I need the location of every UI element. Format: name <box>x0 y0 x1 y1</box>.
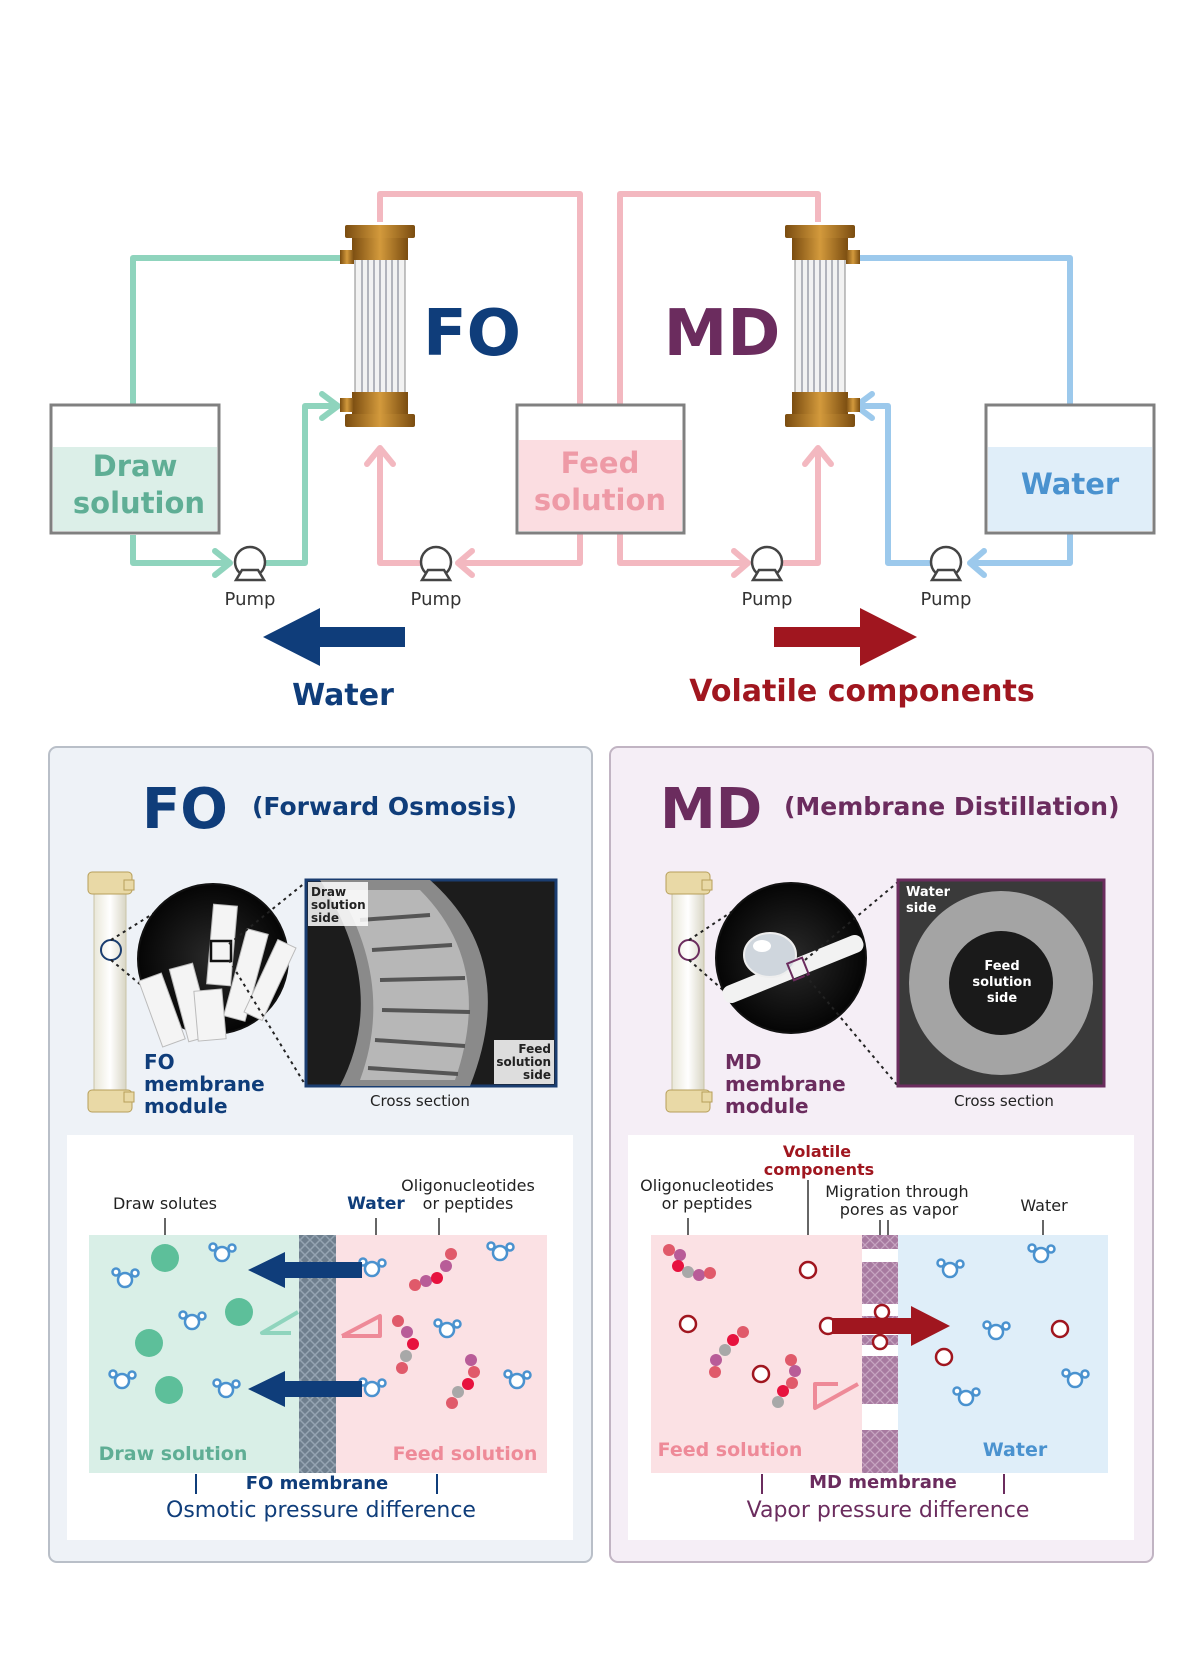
fo-peptide-chains <box>392 1248 480 1409</box>
md-sem-feed-3: side <box>987 991 1017 1006</box>
md-module-label-1: MD <box>725 1050 762 1074</box>
md-sem-feed-1: Feed <box>984 959 1019 974</box>
pump-icon-4 <box>929 545 963 582</box>
fo-sem-top-3: side <box>311 911 339 925</box>
md-sem-feed-2: solution <box>972 975 1031 990</box>
feed-md-arrowhead-right <box>731 548 751 578</box>
feed-loop-fo-pipes <box>377 191 583 566</box>
fo-draw-rejection-arrow <box>260 1310 300 1335</box>
water-tank: Water <box>984 403 1156 535</box>
pump-label-2: Pump <box>411 589 462 610</box>
md-module-label-3: module <box>725 1094 809 1118</box>
md-feed-solution-label: Feed solution <box>658 1439 803 1461</box>
fo-module-icon <box>340 225 415 427</box>
md-panel: MD (Membrane Distillation) Water side <box>609 746 1154 1563</box>
md-droplet-zoom <box>715 882 867 1034</box>
top-flow-diagram: Draw solution Feed solution Water <box>49 191 1156 713</box>
md-migration-label-2: pores as vapor <box>840 1200 959 1219</box>
water-tank-label: Water <box>1021 467 1120 501</box>
feed-tank-label-1: Feed <box>561 446 640 480</box>
feed-solution-tank: Feed solution <box>515 403 686 535</box>
md-oligo-label-1: Oligonucleotides <box>640 1176 774 1195</box>
md-feed-rejection-arrow <box>813 1382 859 1410</box>
pump-icon-1 <box>233 545 267 582</box>
draw-tank-label-1: Draw <box>93 449 178 483</box>
md-volatile-molecules <box>678 1260 1070 1384</box>
fo-feed-rejection-arrow <box>341 1314 382 1338</box>
md-volatile-label-2: components <box>764 1160 874 1179</box>
fo-water-molecules <box>108 1241 532 1399</box>
fo-water-flux-arrow-2 <box>248 1371 362 1407</box>
fo-sem-bottom-1: Feed <box>518 1042 551 1056</box>
md-vapor-flux-arrow <box>832 1306 950 1346</box>
md-volatile-label-1: Volatile <box>783 1142 851 1161</box>
fo-draw-solute-particles <box>135 1244 253 1404</box>
fo-membrane-label: FO membrane <box>246 1473 389 1494</box>
fo-feed-solution-label: Feed solution <box>393 1443 538 1465</box>
fo-water-flux-arrow-1 <box>248 1252 362 1288</box>
fo-panel: FO (Forward Osmosis) <box>48 746 593 1563</box>
md-panel-title: MD <box>660 777 762 842</box>
md-sem-water-2: side <box>906 901 936 916</box>
fo-panel-subtitle: (Forward Osmosis) <box>252 792 517 821</box>
md-sem-image: Water side Feed solution side <box>896 878 1106 1088</box>
fo-sem-bottom-2: solution <box>496 1055 551 1069</box>
md-migration-label-1: Migration through <box>825 1182 968 1201</box>
fo-heading: FO <box>423 297 521 371</box>
fo-sem-top-2: solution <box>311 898 366 912</box>
md-module-icon <box>785 225 860 427</box>
feed-loop-md-pipes <box>617 191 821 566</box>
fo-draw-solutes-label: Draw solutes <box>113 1194 217 1213</box>
pump-icon-2 <box>419 545 453 582</box>
water-direction-label: Water <box>292 678 394 713</box>
fo-oligo-label-2: or peptides <box>423 1194 514 1213</box>
md-water-molecules <box>936 1243 1090 1407</box>
md-module-label-2: membrane <box>725 1072 846 1096</box>
pump-icon-3 <box>750 545 784 582</box>
md-panel-subtitle: (Membrane Distillation) <box>784 792 1120 821</box>
fo-draw-solution-label: Draw solution <box>99 1443 248 1465</box>
fo-module-label-1: FO <box>144 1050 175 1074</box>
water-arrowhead-left-pump <box>967 548 987 578</box>
volatile-direction-label: Volatile components <box>689 674 1034 709</box>
feed-fo-arrowhead-left <box>455 548 475 578</box>
fo-sem-image: Draw solution side Feed solution side <box>304 878 558 1088</box>
draw-tank-label-2: solution <box>73 486 205 520</box>
fo-module-label-3: module <box>144 1094 228 1118</box>
md-driving-force-label: Vapor pressure difference <box>747 1498 1030 1523</box>
md-heading: MD <box>664 297 781 371</box>
volatile-direction-arrow <box>774 608 917 666</box>
md-membrane-layer <box>862 1235 898 1473</box>
draw-arrowhead-right-pump <box>212 548 233 578</box>
water-direction-arrow <box>263 608 405 666</box>
md-sem-water-1: Water <box>906 885 951 900</box>
md-peptide-chains <box>663 1244 801 1408</box>
water-loop-pipes <box>850 255 1073 566</box>
md-oligo-label-2: or peptides <box>662 1194 753 1213</box>
fo-module-label-2: membrane <box>144 1072 265 1096</box>
feed-fo-arrowhead-up <box>364 445 396 467</box>
pump-label-4: Pump <box>921 589 972 610</box>
md-membrane-label: MD membrane <box>809 1472 957 1493</box>
md-water-side-label: Water <box>983 1439 1048 1461</box>
fo-oligo-label-1: Oligonucleotides <box>401 1176 535 1195</box>
md-cross-section-label: Cross section <box>954 1092 1054 1110</box>
pump-label-3: Pump <box>742 589 793 610</box>
fo-sem-top-1: Draw <box>311 885 346 899</box>
md-water-label: Water <box>1020 1196 1068 1215</box>
fo-cross-section-label: Cross section <box>370 1092 470 1110</box>
feed-md-arrowhead-up <box>802 445 834 467</box>
fo-panel-title: FO <box>142 777 228 842</box>
fo-driving-force-label: Osmotic pressure difference <box>166 1498 476 1523</box>
fo-water-label: Water <box>347 1194 405 1214</box>
draw-solution-tank: Draw solution <box>49 403 221 535</box>
fo-sem-bottom-3: side <box>523 1068 551 1082</box>
feed-tank-label-2: solution <box>534 483 666 517</box>
draw-loop-pipes <box>130 255 350 566</box>
pump-label-1: Pump <box>225 589 276 610</box>
draw-arrowhead-right-module <box>319 391 341 421</box>
